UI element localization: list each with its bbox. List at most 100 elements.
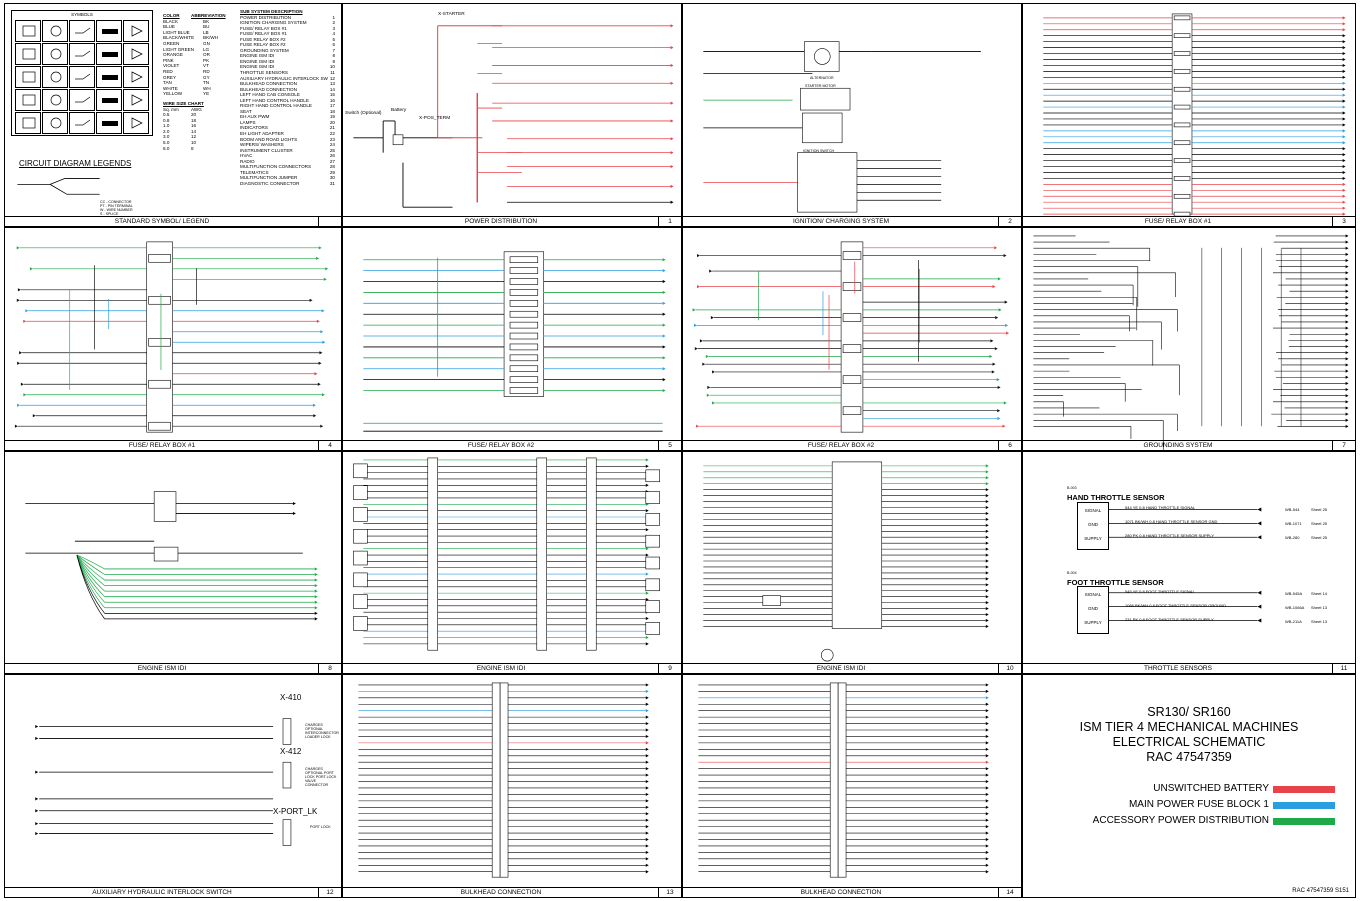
symbol-cell <box>123 43 149 65</box>
splice-block <box>427 457 438 651</box>
relay <box>148 296 171 305</box>
connector-arrow <box>662 378 666 382</box>
connector-arrow <box>645 721 649 726</box>
connector-arrow <box>645 850 649 854</box>
connector-arrow <box>16 298 20 302</box>
symbol-cell <box>69 43 95 65</box>
connector-arrow <box>985 792 989 797</box>
connector-arrow <box>1345 375 1349 379</box>
alternator <box>804 41 840 72</box>
connector-arrow <box>985 721 989 726</box>
sheet-number: 11 <box>1332 663 1355 673</box>
connector-arrow <box>1342 46 1346 50</box>
connector-arrow <box>670 63 674 68</box>
sheet-ref: Sheet 14 <box>1311 591 1328 596</box>
wiring-diagram <box>1106 507 1262 623</box>
title-line: ELECTRICAL SCHEMATIC <box>1112 735 1266 749</box>
connector-arrow <box>662 279 666 284</box>
connector-arrow <box>1342 206 1346 210</box>
connector-arrow <box>645 553 649 557</box>
connector-arrow <box>645 528 649 532</box>
fuse-block <box>1171 13 1193 215</box>
connector-arrow <box>645 805 649 809</box>
connector-arrow <box>1342 87 1346 91</box>
connector-arrow <box>645 458 649 462</box>
connector-arrow <box>985 595 989 599</box>
fuse <box>509 267 539 274</box>
connector-arrow <box>17 403 21 407</box>
symbol-cell <box>69 89 95 111</box>
fuse <box>509 278 539 285</box>
connector-arrow <box>1345 344 1349 349</box>
connector-arrow <box>985 612 989 617</box>
fuse <box>1173 193 1191 199</box>
symbol-cell <box>15 89 41 111</box>
connector-arrow <box>985 523 989 527</box>
bulkhead-connector <box>829 682 839 878</box>
connector-arrow <box>35 809 39 813</box>
connector-arrow <box>985 870 989 874</box>
connector-arrow <box>985 831 989 835</box>
wiring-diagram <box>1043 13 1346 217</box>
connector-arrow <box>1345 351 1349 355</box>
connector-arrow <box>693 323 697 327</box>
relay <box>842 406 862 415</box>
connector-arrow <box>14 424 18 428</box>
wiring-diagram <box>692 241 1010 433</box>
connector-arrow <box>985 529 989 533</box>
connector-arrow <box>985 696 989 700</box>
connector-arrow <box>985 857 989 861</box>
connector-arrow <box>985 728 989 732</box>
connector-arrow <box>1342 176 1346 181</box>
connector-arrow <box>985 571 989 575</box>
connector-arrow <box>645 863 649 867</box>
component-label: IGNITION SWITCH <box>803 149 835 153</box>
connector-arrow <box>1345 357 1349 361</box>
connector-arrow <box>325 267 329 271</box>
wire-ref: WB-1071 <box>1285 521 1302 526</box>
connector-arrow <box>1002 424 1006 428</box>
connector-arrow <box>35 797 39 801</box>
connector-arrow <box>985 786 989 790</box>
connector-arrow <box>1342 28 1346 32</box>
connector-arrow <box>314 567 318 571</box>
sensor-signal-label: 544 YE 0.8 HAND THROTTLE SIGNAL <box>1125 505 1196 510</box>
connector-arrow <box>645 786 649 790</box>
connector-arrow <box>645 767 649 771</box>
connector-arrow <box>645 728 649 732</box>
schematic-symbol-icon <box>75 73 91 80</box>
connector-arrow <box>985 683 989 687</box>
connector-arrow <box>997 385 1001 390</box>
connector-arrow <box>1006 331 1010 335</box>
symbol-cell <box>15 43 41 65</box>
connector-arrow <box>670 46 674 50</box>
fuse <box>509 387 539 394</box>
sheet-number: 4 <box>318 440 341 450</box>
sheet-number: 8 <box>318 663 341 673</box>
sensor <box>353 529 368 544</box>
wire-ref: WB-280 <box>1285 535 1300 540</box>
fuse <box>1173 33 1191 38</box>
sensor-pin-label: SUPPLY <box>1084 536 1102 541</box>
schematic-symbol-icon <box>22 94 36 106</box>
schematic-symbol-icon <box>50 25 62 37</box>
connector-arrow <box>318 361 322 365</box>
connector-arrow <box>985 799 989 803</box>
